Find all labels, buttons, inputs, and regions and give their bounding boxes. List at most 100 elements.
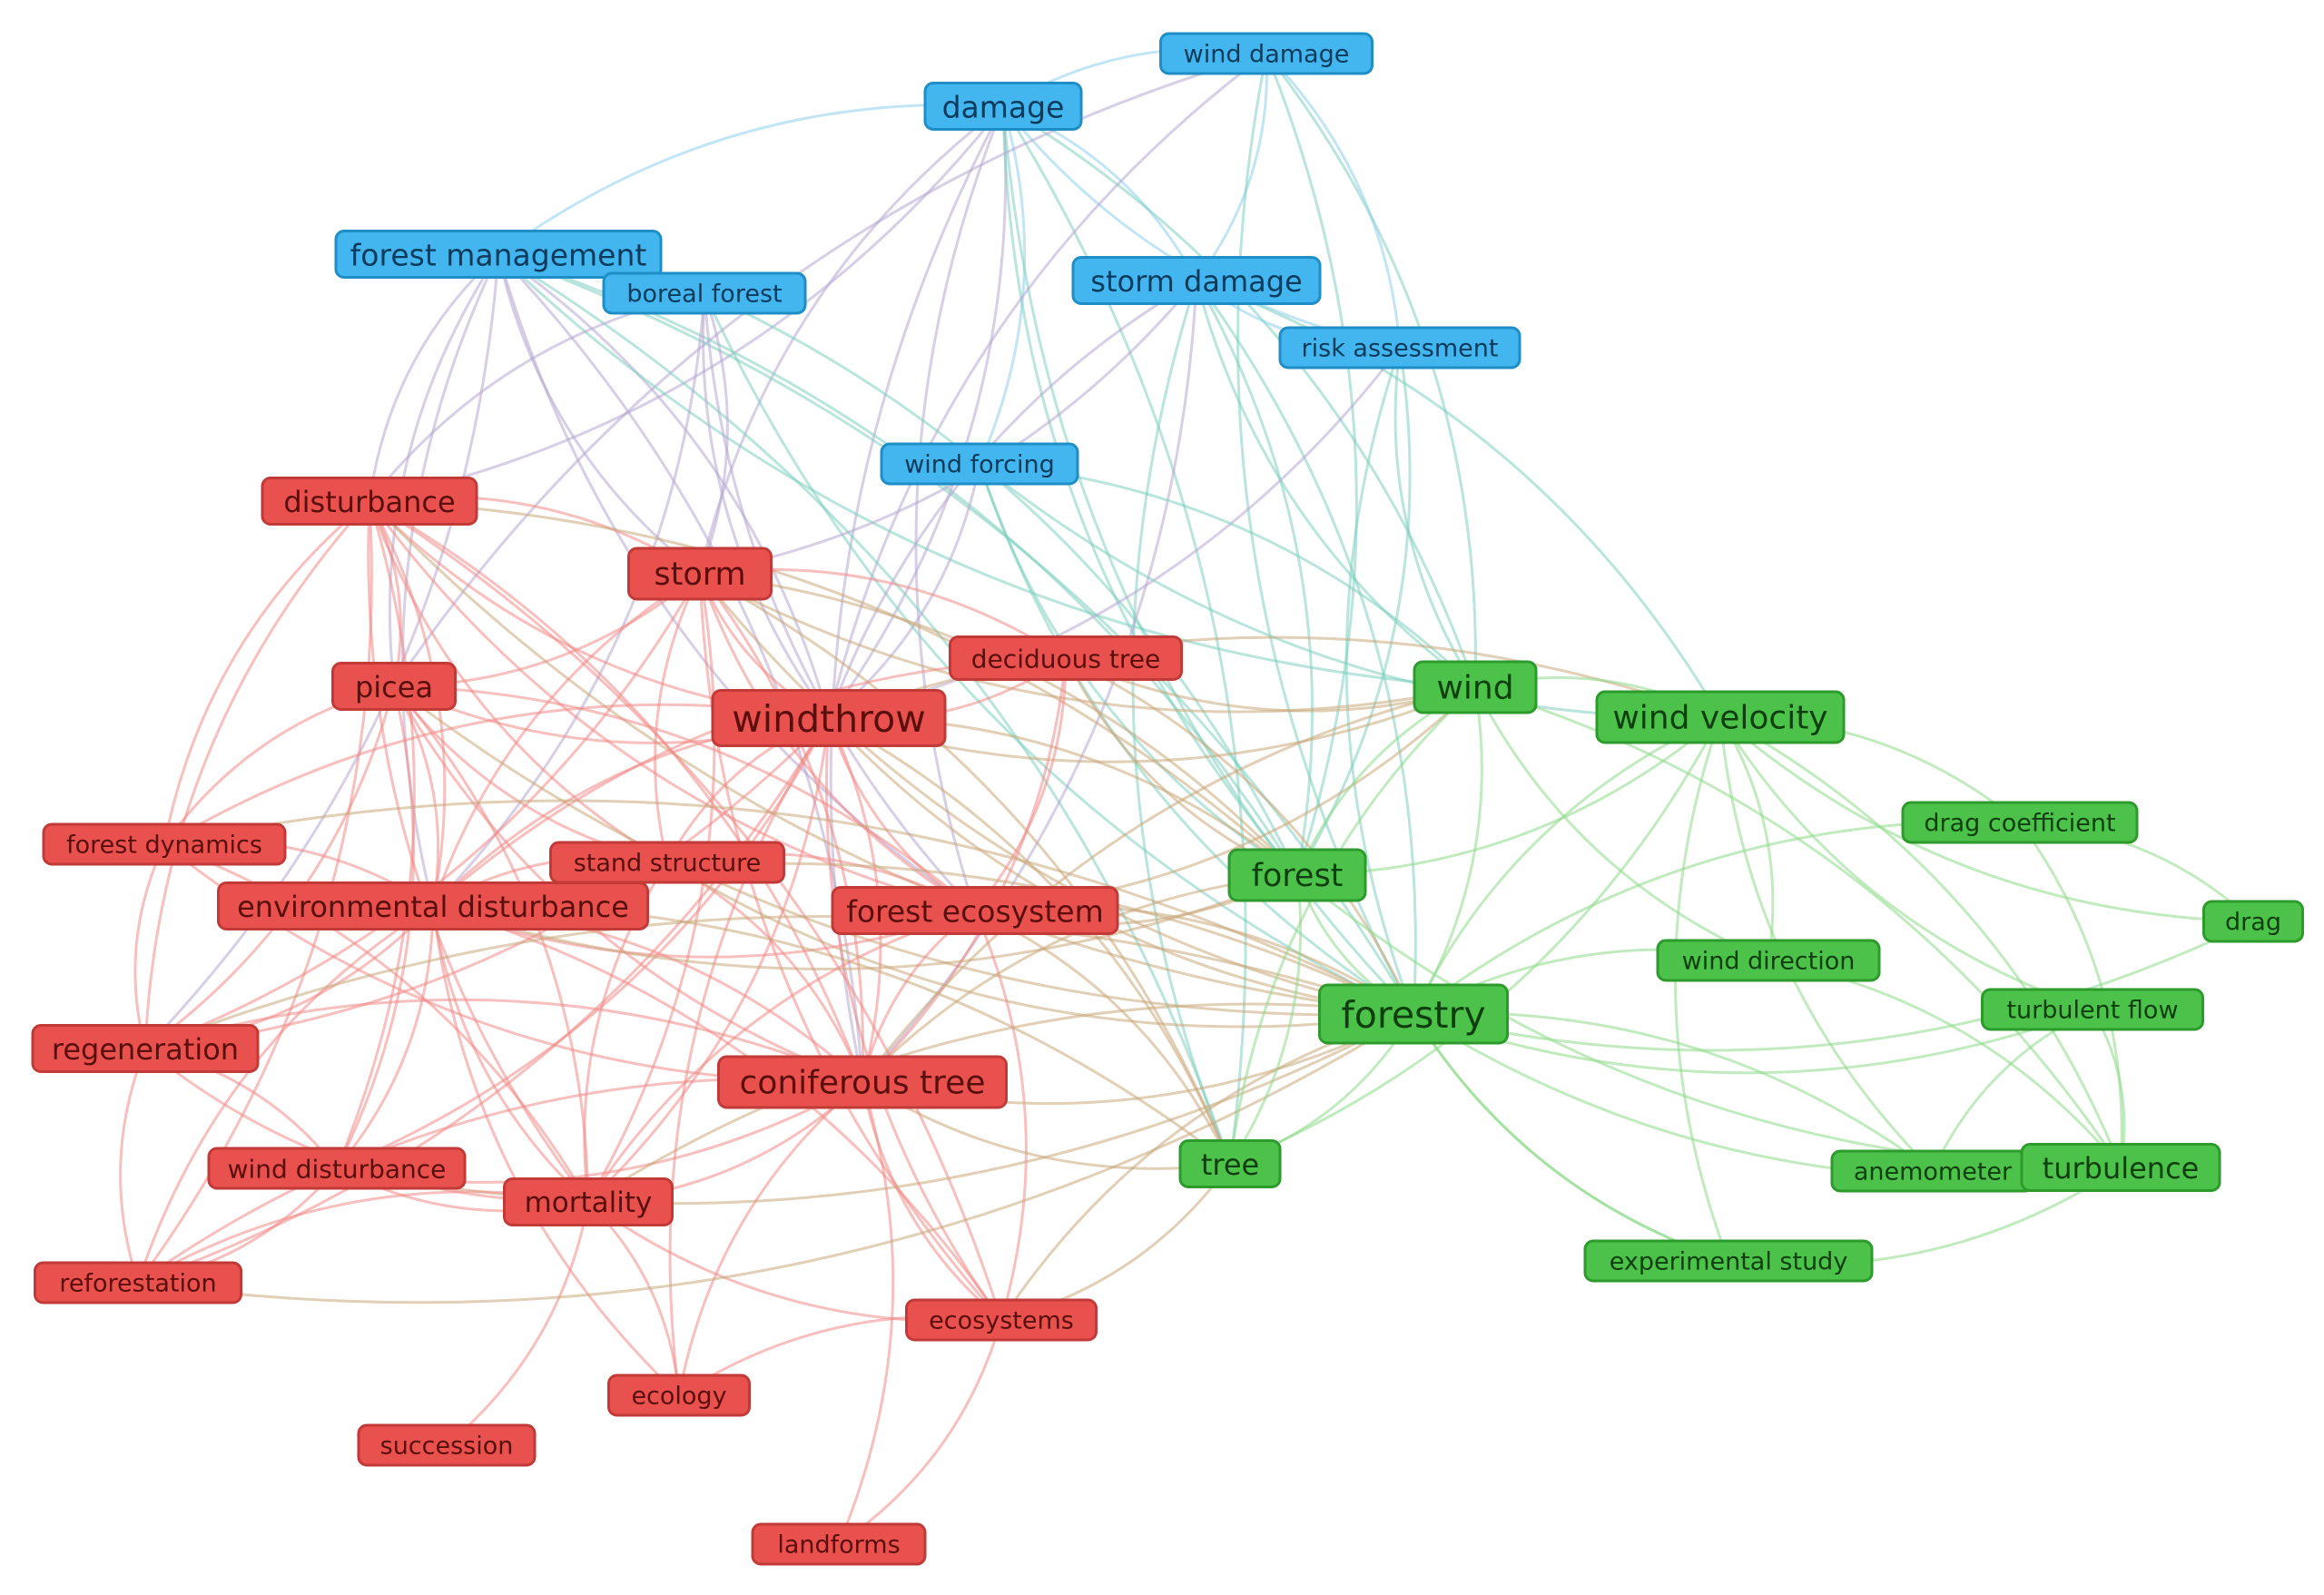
node-tree[interactable]: tree	[1178, 1139, 1282, 1188]
node-box	[261, 477, 478, 526]
edge-damage-windthrow	[827, 105, 1008, 719]
edge-forest_dynamics-regeneration	[133, 843, 166, 1049]
node-succession[interactable]: succession	[357, 1423, 537, 1467]
edge-picea-wind_disturbance	[335, 685, 415, 1169]
edge-disturbance-stand_structure	[368, 500, 668, 864]
node-stand-structure[interactable]: stand structure	[549, 841, 785, 884]
node-wind-forcing[interactable]: wind forcing	[880, 442, 1079, 486]
node-box	[711, 689, 947, 747]
edge-picea-environmental_disturbance	[392, 685, 440, 907]
node-regeneration[interactable]: regeneration	[31, 1024, 260, 1073]
edge-boreal_forest-disturbance	[368, 291, 705, 502]
edge-environmental_disturbance-mortality	[431, 905, 590, 1204]
edge-disturbance-wind_disturbance	[335, 500, 416, 1169]
node-label: boreal forest	[626, 281, 782, 309]
node-disturbance[interactable]: disturbance	[261, 477, 478, 526]
edge-picea-forest_ecosystem	[393, 684, 976, 912]
node-box	[717, 1055, 1008, 1109]
edge-forest_ecosystem-tree	[974, 909, 1232, 1165]
edge-wind-wind_direction	[1473, 686, 1769, 962]
node-label: wind disturbance	[228, 1155, 447, 1185]
node-coniferous-tree[interactable]: coniferous tree	[717, 1055, 1008, 1109]
node-box	[549, 841, 785, 884]
node-deciduous-tree[interactable]: deciduous tree	[949, 635, 1183, 681]
edge-environmental_disturbance-ecology	[431, 905, 681, 1397]
edge-regeneration-coniferous_tree	[144, 998, 863, 1084]
node-mortality[interactable]: mortality	[503, 1177, 674, 1226]
edge-coniferous_tree-ecosystems	[861, 1081, 1002, 1322]
edge-windthrow-ecology	[668, 717, 831, 1396]
node-label: forest ecosystem	[846, 894, 1104, 930]
node-anemometer[interactable]: anemometer	[1830, 1149, 2035, 1193]
node-box	[923, 82, 1083, 131]
node-box	[503, 1177, 674, 1226]
node-box	[1178, 1139, 1282, 1188]
edge-wind_velocity-wind_direction	[1718, 716, 1775, 961]
node-forestry[interactable]: forestry	[1318, 983, 1509, 1045]
node-label: drag	[2225, 909, 2281, 937]
node-picea[interactable]: picea	[331, 662, 457, 711]
node-environmental-disturbance[interactable]: environmental disturbance	[217, 881, 649, 930]
node-box	[949, 635, 1183, 681]
edge-forest_ecosystem-ecosystems	[973, 910, 1028, 1321]
node-wind-velocity[interactable]: wind velocity	[1595, 690, 1846, 744]
node-label: forest dynamics	[66, 832, 262, 860]
node-turbulent-flow[interactable]: turbulent flow	[1981, 988, 2204, 1031]
node-wind-damage[interactable]: wind damage	[1159, 32, 1374, 75]
node-label: anemometer	[1854, 1158, 2013, 1186]
node-storm-damage[interactable]: storm damage	[1071, 256, 1322, 305]
node-box	[207, 1147, 467, 1190]
edge-storm_damage-forest	[1195, 280, 1315, 876]
node-label: experimental study	[1610, 1248, 1848, 1276]
edge-coniferous_tree-ecology	[677, 1080, 863, 1396]
edge-damage-tree	[1001, 105, 1247, 1165]
edge-storm_damage-coniferous_tree	[861, 280, 1198, 1084]
edge-forest_management-windthrow	[497, 252, 831, 719]
node-label: coniferous tree	[740, 1065, 986, 1102]
node-turbulence[interactable]: turbulence	[2020, 1143, 2221, 1192]
node-forest-ecosystem[interactable]: forest ecosystem	[831, 886, 1119, 935]
node-forest-dynamics[interactable]: forest dynamics	[42, 822, 287, 866]
edge-risk_assessment-forestry	[1344, 347, 1415, 1015]
node-damage[interactable]: damage	[923, 82, 1083, 131]
edge-wind_velocity-turbulence	[1719, 715, 2122, 1168]
edge-windthrow-reforestation	[137, 717, 831, 1285]
node-box	[607, 1373, 751, 1417]
node-landforms[interactable]: landforms	[751, 1522, 927, 1566]
node-ecology[interactable]: ecology	[607, 1373, 751, 1417]
node-wind[interactable]: wind	[1413, 660, 1538, 714]
node-drag-coefficient[interactable]: drag coefficient	[1901, 801, 2139, 844]
node-label: mortality	[525, 1186, 653, 1219]
node-label: succession	[380, 1433, 514, 1461]
nodes-layer: wind damage damage forest managementboreal…	[31, 32, 2304, 1566]
node-windthrow[interactable]: windthrow	[711, 689, 947, 747]
edge-deciduous_tree-forestry	[1065, 656, 1415, 1015]
node-forest[interactable]: forest	[1227, 848, 1367, 902]
node-risk-assessment[interactable]: risk assessment	[1278, 326, 1521, 369]
node-box	[1278, 326, 1521, 369]
edge-storm_damage-forestry	[1195, 280, 1417, 1015]
node-box	[880, 442, 1079, 486]
node-wind-direction[interactable]: wind direction	[1656, 939, 1881, 982]
edge-ecosystems-landforms	[838, 1319, 1003, 1546]
node-boreal-forest[interactable]: boreal forest	[602, 271, 807, 315]
node-drag[interactable]: drag	[2202, 900, 2304, 943]
node-reforestation[interactable]: reforestation	[34, 1261, 242, 1305]
edge-wind_velocity-drag	[1719, 715, 2254, 923]
edge-wind_velocity-tree	[1229, 716, 1722, 1166]
edge-storm_damage-wind	[1195, 280, 1476, 689]
node-box	[1981, 988, 2204, 1031]
node-forest-management[interactable]: forest management	[334, 230, 663, 279]
node-label: damage	[942, 90, 1065, 125]
edge-storm-forest_ecosystem	[698, 573, 976, 912]
edge-storm-stand_structure	[654, 573, 702, 863]
node-wind-disturbance[interactable]: wind disturbance	[207, 1147, 467, 1190]
node-box	[1071, 256, 1322, 305]
edge-wind_damage-forest	[1265, 53, 1358, 876]
edge-environmental_disturbance-wind_disturbance	[335, 905, 435, 1169]
node-experimental-study[interactable]: experimental study	[1583, 1239, 1874, 1283]
edge-wind_velocity-turbulent_flow	[1718, 716, 2093, 1011]
node-ecosystems[interactable]: ecosystems	[905, 1298, 1098, 1342]
node-label: wind	[1436, 670, 1513, 707]
node-storm[interactable]: storm	[627, 546, 773, 601]
